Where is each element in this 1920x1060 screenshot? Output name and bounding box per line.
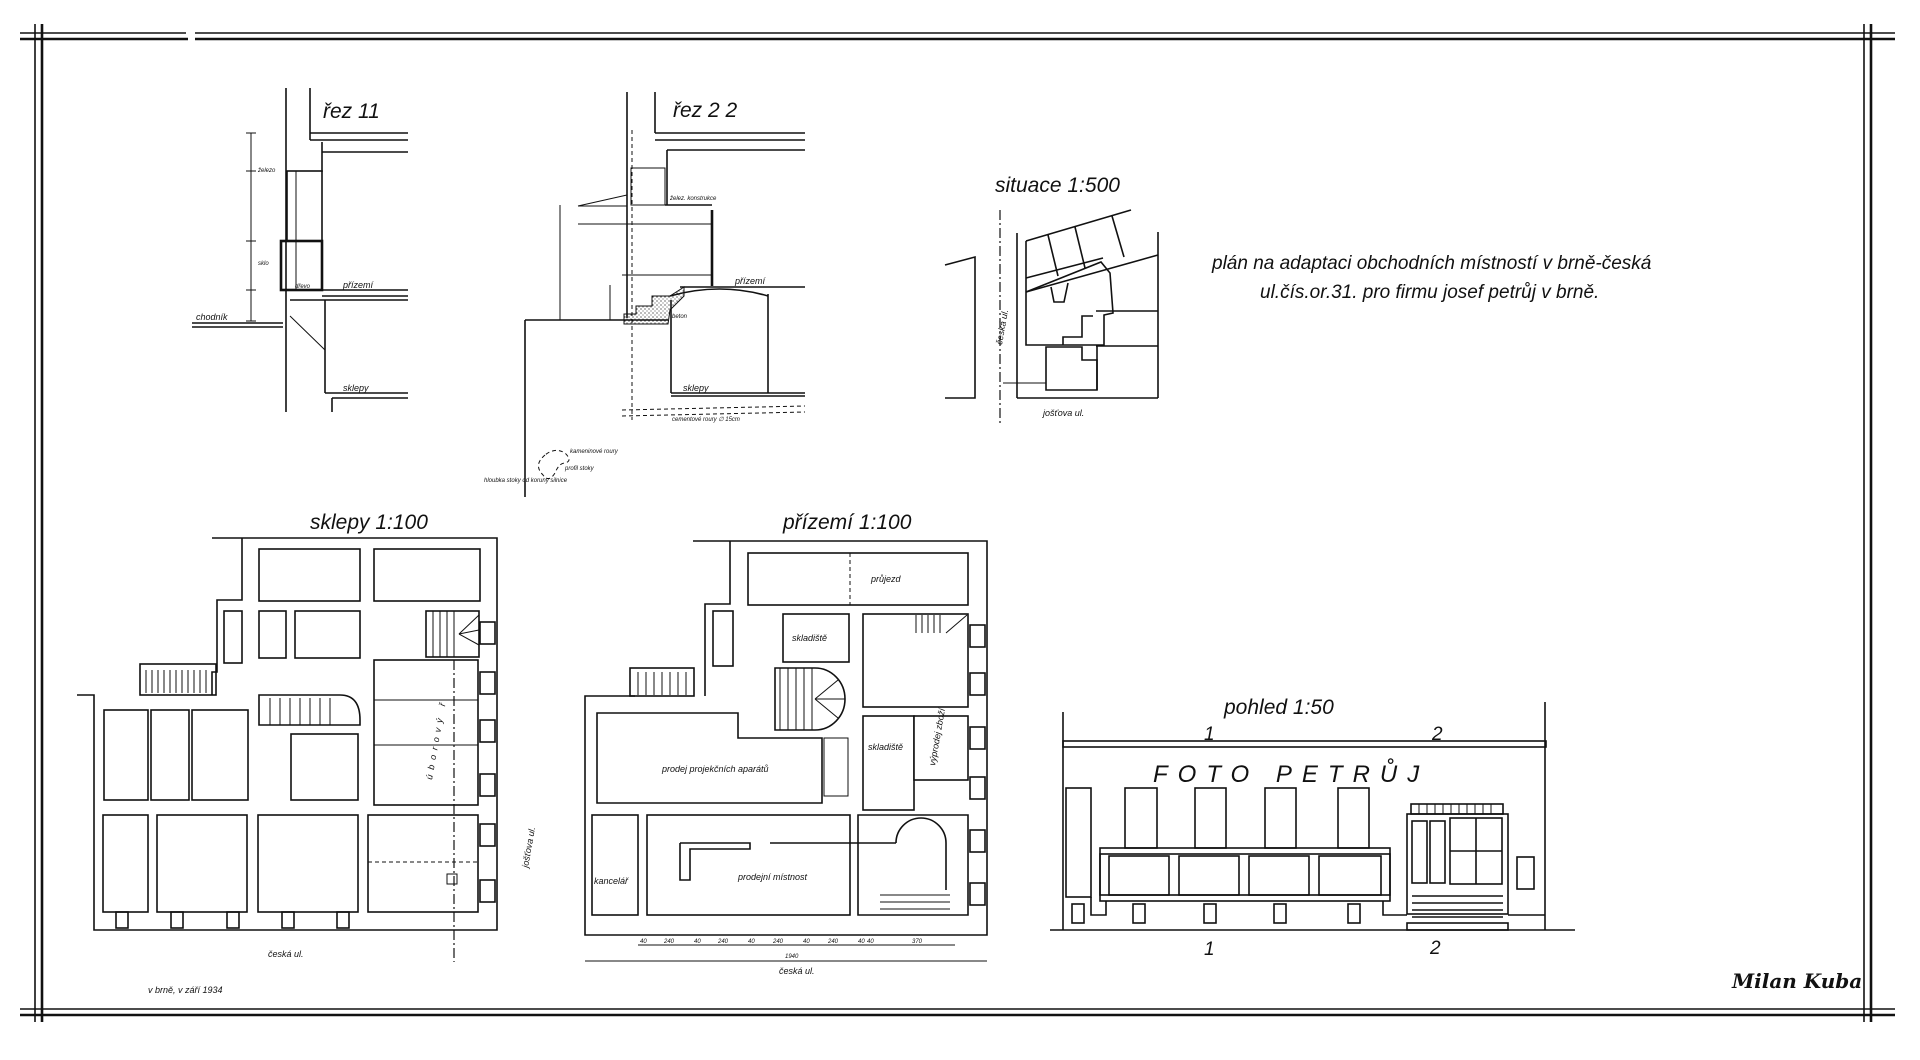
section-2-title: řez 2 2 [673, 99, 738, 122]
ground-plan-title: přízemí 1:100 [782, 511, 912, 534]
label-depth: hloubka stoky od koruny silnice [484, 478, 568, 484]
title-line-2: ul.čís.or.31. pro firmu josef petrůj v b… [1260, 282, 1599, 303]
room-projector-sales: prodej projekčních aparátů [661, 764, 769, 774]
label-profile: profil stoky [564, 466, 595, 472]
situation-street-south: jošťova ul. [1042, 408, 1084, 418]
cellar-street-bottom: česká ul. [268, 949, 304, 959]
dimension-label: 40 [640, 939, 647, 945]
label-ground-floor-2: přízemí [734, 276, 767, 286]
dimension-label: 40 [748, 939, 755, 945]
dimension-label: 40 [694, 939, 701, 945]
label-iron: železo [257, 168, 276, 174]
label-stoneware: kameninové roury [570, 449, 619, 455]
shop-sign: FOTO PETRŮJ [1153, 757, 1429, 788]
situation-plan: situace 1:500 česká ul. jošťova ul. [944, 174, 1159, 425]
label-iron-construction: želez. konstrukce [669, 196, 717, 202]
ground-street-bottom: česká ul. [779, 966, 815, 976]
dimension-label: 240 [827, 939, 839, 945]
room-sales-room: prodejní místnost [737, 872, 808, 882]
cellar-plan: sklepy 1:100 úborový ř česká ul. jošťova… [77, 511, 537, 962]
section-1-title: řez 11 [323, 100, 380, 123]
label-cellar-2: sklepy [683, 383, 709, 393]
dimension-label: 40 [803, 939, 810, 945]
dimension-labels: 40 240 40 240 40 240 40 240 40 40 370 [640, 939, 923, 945]
dimension-label: 370 [912, 939, 923, 945]
dimension-label: 40 [867, 939, 874, 945]
label-sidewalk: chodník [196, 312, 228, 322]
room-storage-2: skladiště [868, 742, 903, 752]
label-glass: sklo [258, 261, 269, 267]
room-office: kancelář [594, 876, 629, 886]
place-and-date: v brně, v září 1934 [148, 985, 223, 995]
title-line-1: plán na adaptaci obchodních místností v … [1211, 253, 1651, 274]
label-concrete: beton [672, 314, 688, 320]
situation-title: situace 1:500 [995, 174, 1120, 197]
cellar-plan-title: sklepy 1:100 [310, 511, 428, 534]
signature-text: Milan Kuba [1731, 969, 1862, 993]
dimension-label: 240 [717, 939, 729, 945]
room-storage-1: skladiště [792, 633, 827, 643]
section-mark-top-2: 2 [1431, 724, 1443, 745]
elevation-title: pohled 1:50 [1223, 696, 1334, 719]
situation-street-west: česká ul. [994, 309, 1010, 346]
street-elevation: pohled 1:50 1 2 FOTO PETRŮJ 1 2 [1050, 696, 1575, 960]
dimension-label: 240 [663, 939, 675, 945]
dimension-label: 240 [772, 939, 784, 945]
dimension-label: 40 [858, 939, 865, 945]
architect-signature: Milan Kuba [1731, 969, 1862, 993]
ground-floor-plan: přízemí 1:100 průjezd skladiště skladišt… [584, 511, 988, 976]
cellar-street-right: jošťova ul. [520, 826, 537, 869]
room-passage: průjezd [870, 574, 902, 584]
section-mark-bottom-2: 2 [1429, 938, 1441, 959]
section-mark-top-1: 1 [1204, 724, 1215, 745]
label-cellar: sklepy [343, 383, 369, 393]
sheet-border [20, 24, 1895, 1022]
drawing-title-block: plán na adaptaci obchodních místností v … [1211, 253, 1651, 303]
total-dimension: 1940 [785, 954, 799, 960]
section-2-2: řez 2 2 želez. konstrukce přízemí beton … [484, 92, 806, 497]
label-pipes: cementové roury ∅ 15cm [672, 416, 740, 423]
label-wood: dřevo [295, 284, 311, 290]
section-1-1: řez 11 železo sklo dřevo přízemí chodník… [192, 88, 408, 412]
label-ground-floor: přízemí [342, 280, 375, 290]
section-mark-bottom-1: 1 [1204, 939, 1215, 960]
